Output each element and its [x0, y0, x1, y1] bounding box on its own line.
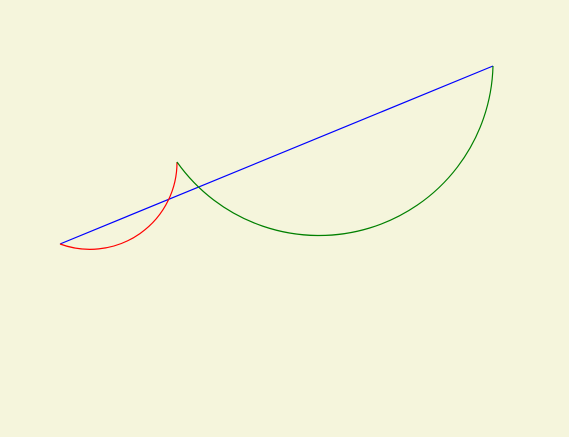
blue-line-segment: [59, 65, 494, 245]
red-small-arc: [59, 161, 178, 250]
green-large-arc: [176, 65, 494, 237]
